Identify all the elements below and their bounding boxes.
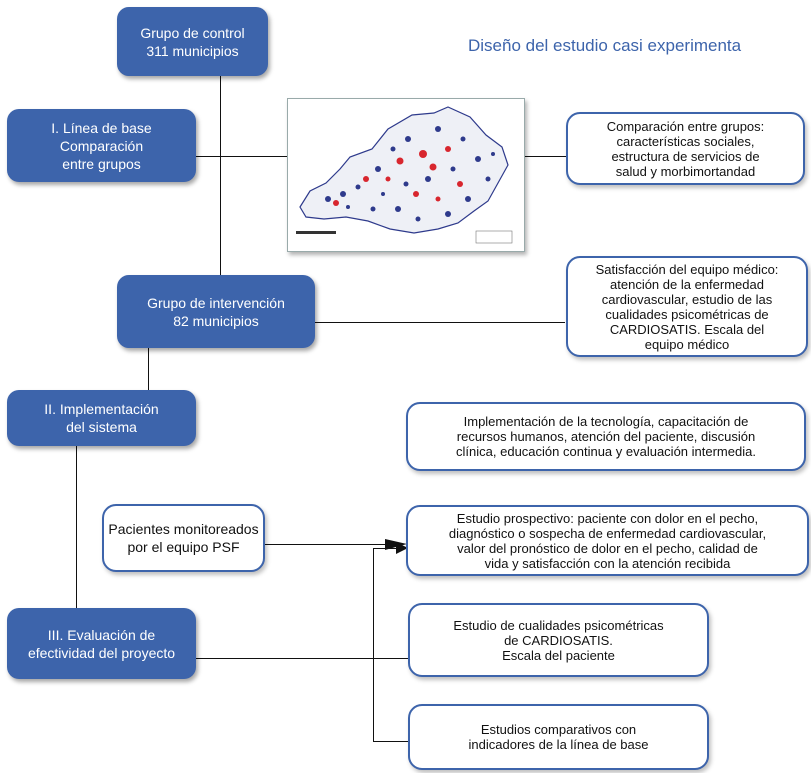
- connector: [373, 741, 408, 742]
- box-satisfaccion-equipo: Satisfacción del equipo médico: atención…: [566, 256, 808, 357]
- box-estudio-prospectivo: Estudio prospectivo: paciente con dolor …: [406, 505, 809, 576]
- connector: [196, 156, 220, 157]
- node-implementacion: II. Implementación del sistema: [7, 390, 196, 446]
- box-comparacion-grupos: Comparación entre grupos: característica…: [566, 112, 805, 185]
- box-cualidades-psicometricas: Estudio de cualidades psicométricas de C…: [408, 603, 709, 677]
- connector: [220, 156, 287, 157]
- connector: [315, 322, 565, 323]
- connector: [373, 548, 374, 741]
- node-grupo-intervencion: Grupo de intervención 82 municipios: [117, 275, 315, 348]
- diagram-title: Diseño del estudio casi experimenta: [468, 36, 742, 55]
- connector: [76, 446, 77, 608]
- box-estudios-comparativos: Estudios comparativos con indicadores de…: [408, 704, 709, 770]
- node-evaluacion: III. Evaluación de efectividad del proye…: [7, 608, 196, 679]
- arrow-head-icon: [396, 542, 408, 554]
- connector: [220, 76, 221, 298]
- brazil-state-map-icon: [287, 98, 525, 252]
- connector: [196, 658, 408, 659]
- box-pacientes-monitoreados: Pacientes monitoreados por el equipo PSF: [102, 504, 265, 572]
- connector: [148, 348, 149, 390]
- node-linea-base: I. Línea de base Comparación entre grupo…: [7, 109, 196, 182]
- node-grupo-control: Grupo de control 311 municipios: [117, 7, 268, 76]
- box-implementacion-tecnologia: Implementación de la tecnología, capacit…: [406, 402, 806, 471]
- connector: [265, 544, 387, 545]
- connector: [523, 156, 568, 157]
